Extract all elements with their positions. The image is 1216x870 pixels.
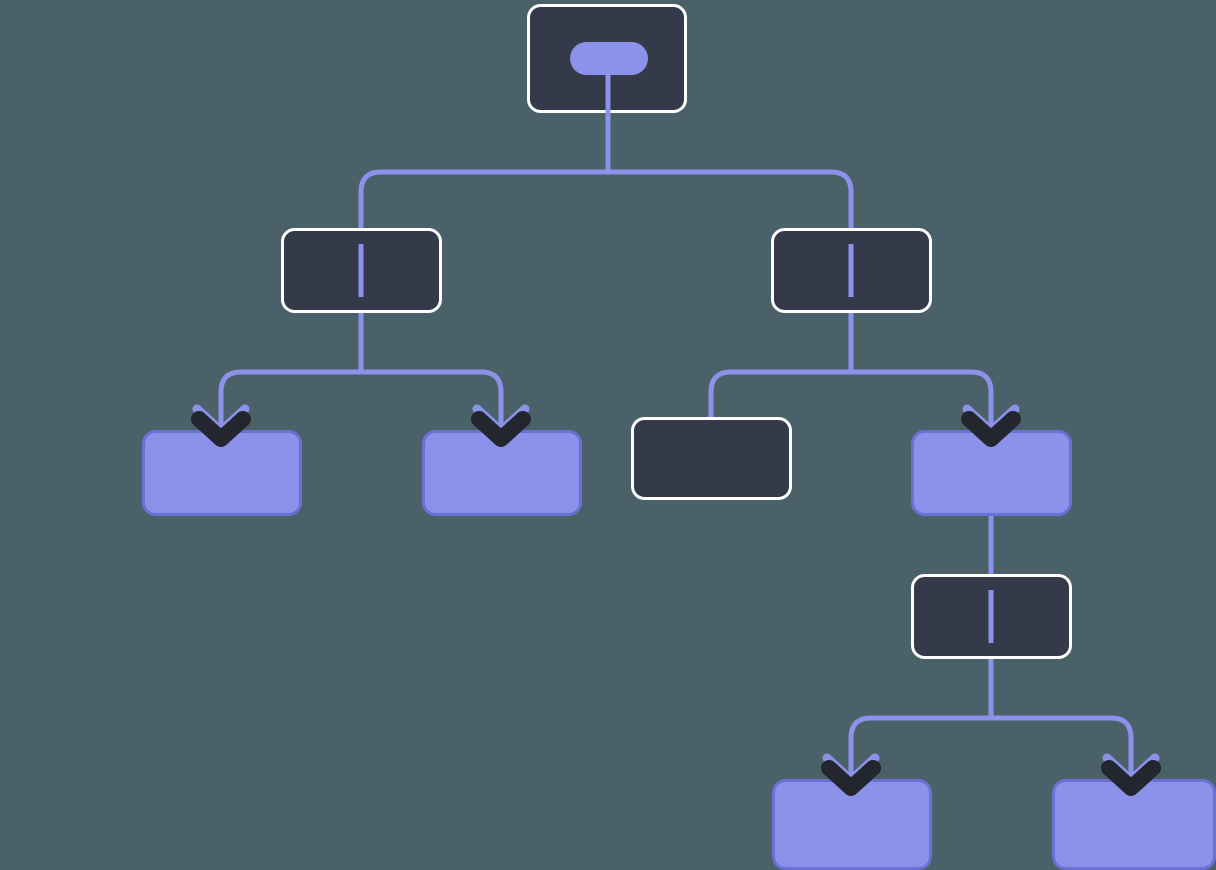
edge-root-to-level2-left	[358, 113, 611, 228]
edge-level2-right-to-level3-purple	[848, 313, 994, 430]
root-node-pill-marker	[570, 42, 648, 75]
root-node[interactable]	[527, 4, 687, 114]
edge-level4-to-leaf-3	[848, 659, 994, 779]
level2-left-node[interactable]	[281, 228, 442, 313]
level3-empty-node[interactable]	[631, 401, 792, 500]
leaf-node-4-arrowhead	[1101, 753, 1161, 796]
node-layer	[142, 4, 1216, 870]
arrow-chevron-dark-icon	[821, 760, 881, 796]
level3-purple-node-arrowhead	[961, 404, 1021, 447]
leaf-node-2-arrowhead	[471, 404, 531, 447]
arrow-chevron-dark-icon	[1101, 760, 1161, 796]
edge-root-to-level2-right	[605, 113, 854, 228]
leaf-node-1-arrowhead	[191, 404, 251, 447]
arrow-chevron-dark-icon	[961, 411, 1021, 447]
arrow-chevron-dark-icon	[191, 411, 251, 447]
edge-level2-left-to-leaf-1	[218, 313, 364, 430]
level3-purple-node[interactable]	[911, 430, 1072, 575]
leaf-node-3-arrowhead	[821, 753, 881, 796]
level2-right-node[interactable]	[771, 228, 932, 313]
edge-layer	[218, 113, 1134, 779]
arrow-layer	[191, 404, 1161, 796]
level4-dark-node[interactable]	[911, 574, 1072, 659]
level3-empty-node-box[interactable]	[631, 417, 792, 500]
edge-level4-to-leaf-4	[988, 659, 1134, 779]
edge-level2-right-to-level3-empty	[708, 313, 854, 417]
arrow-chevron-dark-icon	[471, 411, 531, 447]
edge-level2-left-to-leaf-2	[358, 313, 504, 430]
